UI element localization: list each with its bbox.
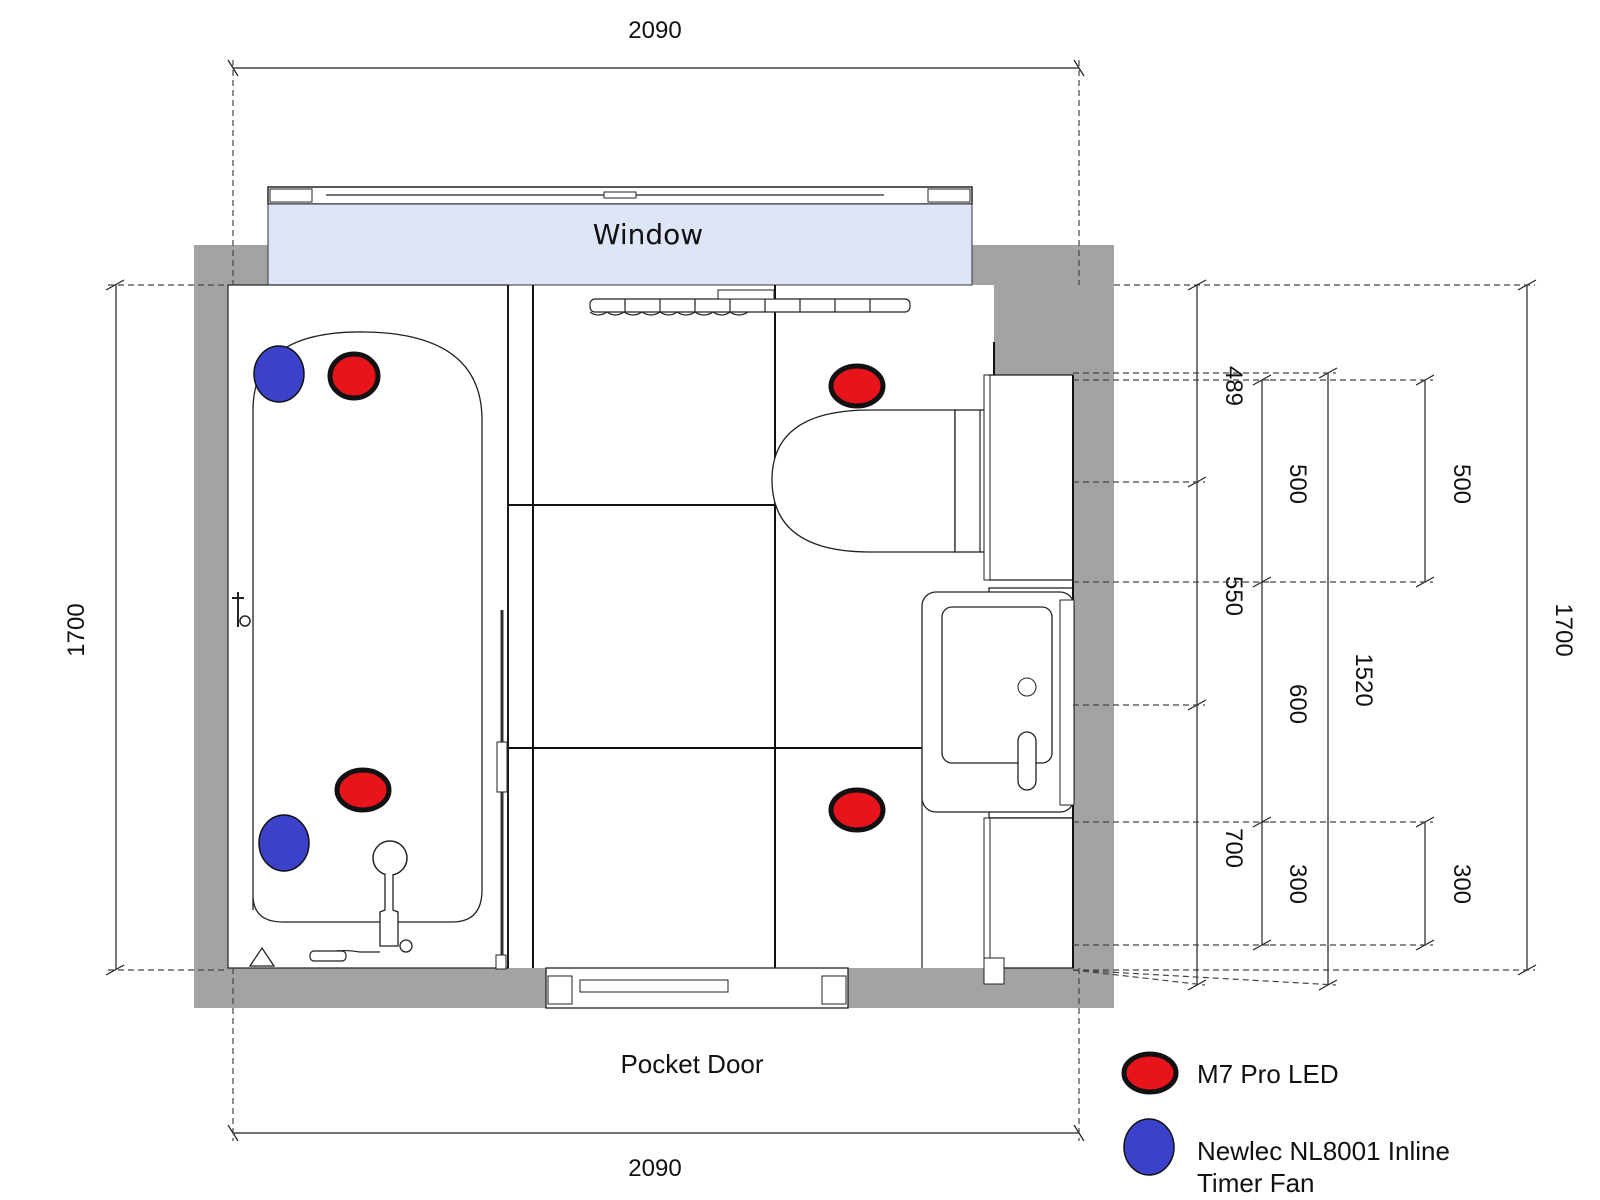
led-marker (828, 787, 886, 833)
bathtub (227, 284, 509, 970)
dimension-left-label: 1700 (63, 603, 90, 656)
fixtures (253, 345, 886, 872)
dimension-500a-label: 500 (1284, 464, 1311, 504)
dimension-600-label: 600 (1284, 684, 1311, 724)
led-marker (828, 363, 886, 409)
fan-marker (258, 814, 310, 872)
dimension-700-label: 700 (1220, 828, 1247, 868)
dimension-bottom-label: 2090 (628, 1155, 681, 1182)
window: Window (267, 186, 973, 286)
wall-right-inner (994, 285, 1073, 375)
window-handle (603, 191, 637, 199)
legend-fan-label-line1: Newlec NL8001 Inline (1197, 1136, 1450, 1166)
window-frame-right-block (927, 188, 971, 203)
wall-top-right (972, 245, 1114, 285)
dimension-300a-label: 300 (1284, 864, 1311, 904)
led-marker (327, 351, 381, 401)
dimension-left: 1700 (63, 279, 228, 976)
dimension-300b-label: 300 (1448, 864, 1475, 904)
wall-right (1073, 245, 1114, 1008)
dimension-1520-label: 1520 (1350, 653, 1377, 706)
window-glass (267, 203, 973, 286)
dimension-550-label: 550 (1220, 576, 1247, 616)
dimension-top: 2090 (227, 17, 1085, 285)
legend-fan-swatch (1123, 1118, 1175, 1176)
fan-marker (253, 345, 305, 403)
legend-led-label: M7 Pro LED (1197, 1059, 1339, 1089)
dimension-bottom: 2090 (227, 968, 1085, 1182)
legend-fan-label-line2: Timer Fan (1197, 1168, 1315, 1198)
wall-top-left (194, 245, 268, 285)
led-marker (334, 767, 392, 813)
window-label: Window (593, 218, 703, 251)
legend-led-swatch (1121, 1051, 1179, 1095)
toilet (771, 409, 988, 553)
window-frame-left-block (269, 188, 313, 203)
wall-left (194, 245, 228, 1008)
vanity-basin (921, 591, 1075, 813)
legend: M7 Pro LED Newlec NL8001 Inline Timer Fa… (1121, 1051, 1450, 1198)
dimension-right-label: 1700 (1550, 603, 1577, 656)
bath-waste (248, 946, 276, 967)
dimensions-right: 1700 489 550 700 500 600 300 1520 (1072, 279, 1577, 991)
dimension-top-label: 2090 (628, 17, 681, 44)
dimension-489-label: 489 (1220, 366, 1247, 406)
dimension-500b-label: 500 (1448, 464, 1475, 504)
towel-radiator (589, 289, 911, 316)
pocket-door (545, 967, 849, 1009)
bath-mixer-tap (309, 840, 413, 962)
pocket-door-label: Pocket Door (620, 1049, 763, 1079)
bath-grab-handle (232, 592, 251, 627)
